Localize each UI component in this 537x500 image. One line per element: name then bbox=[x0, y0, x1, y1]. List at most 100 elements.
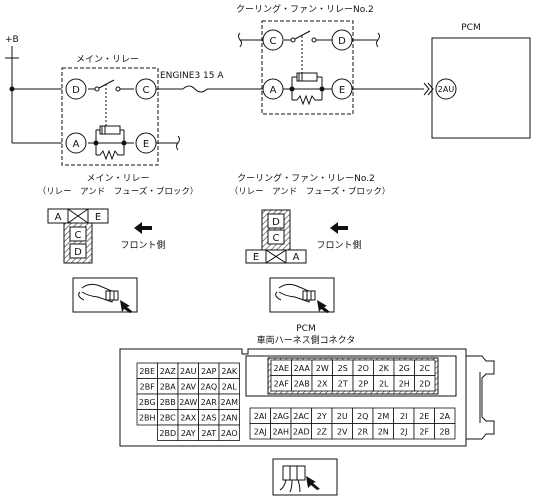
plug-illustration-right bbox=[269, 277, 335, 313]
pcm-terminal-label: 2J bbox=[400, 427, 407, 436]
pcm-connector-subtitle: 車両ハーネス側コネクタ bbox=[257, 334, 356, 346]
cooling-connector-pin-c: C bbox=[273, 233, 280, 244]
main-relay-terminal-a: A bbox=[73, 139, 80, 150]
pcm-terminal-label: 2AH bbox=[272, 427, 289, 436]
pcm-cavity bbox=[434, 423, 456, 440]
cooling-relay-view-title: クーリング・ファン・リレーNo.2 bbox=[237, 172, 375, 184]
pcm-terminal-label: 2AD bbox=[293, 427, 310, 436]
cooling-relay-terminal-a: A bbox=[270, 85, 277, 96]
cooling-relay-label: クーリング・ファン・リレーNo.2 bbox=[236, 3, 374, 15]
main-relay: メイン・リレー D C A E bbox=[61, 55, 180, 166]
pcm-terminal-label: 2AV bbox=[180, 382, 196, 391]
pcm-label: PCM bbox=[461, 23, 480, 33]
pcm-terminal-label: 2B bbox=[439, 427, 450, 436]
main-relay-label: メイン・リレー bbox=[76, 55, 139, 65]
pcm-terminal-label: 2E bbox=[419, 412, 429, 421]
pcm-terminal-label: 2AI bbox=[254, 412, 267, 421]
pcm-terminal-label: 2AF bbox=[274, 379, 290, 388]
pcm-terminal-label: 2Z bbox=[316, 427, 327, 436]
pcm-terminal-label: 2AP bbox=[201, 367, 217, 376]
pcm-terminal-label: 2O bbox=[358, 364, 369, 373]
main-relay-terminal-c: C bbox=[143, 85, 150, 96]
pcm-terminal-label: 2AS bbox=[201, 413, 217, 422]
battery-supply: +B bbox=[5, 35, 62, 144]
main-relay-connector: A E C D bbox=[47, 208, 109, 264]
fuse-wire: ENGINE3 15 A bbox=[156, 71, 262, 93]
plug-illustration-left bbox=[72, 277, 138, 313]
pcm-terminal-2au: 2AU bbox=[438, 85, 455, 94]
main-connector-pin-d: D bbox=[74, 247, 82, 258]
pcm-terminal-label: 2M bbox=[377, 412, 389, 421]
pcm-terminal-label: 2AJ bbox=[254, 427, 267, 436]
pcm-terminal-label: 2BA bbox=[160, 382, 177, 391]
main-relay-terminal-d: D bbox=[72, 85, 80, 96]
pcm-terminal-label: 2Q bbox=[357, 412, 368, 421]
pcm-terminal-label: 2BE bbox=[139, 367, 155, 376]
pcm-terminal-label: 2AO bbox=[221, 429, 238, 438]
pcm-terminal-label: 2R bbox=[357, 427, 368, 436]
pcm-terminal-label: 2AA bbox=[294, 364, 311, 373]
pcm-terminal-label: 2Y bbox=[317, 412, 327, 421]
pcm-terminal-label: 2AE bbox=[273, 364, 289, 373]
plug-illustration-pcm bbox=[272, 458, 338, 496]
pcm-terminal-label: 2BB bbox=[160, 398, 176, 407]
front-arrow-left: フロント側 bbox=[120, 222, 166, 251]
cooling-connector-pin-d: D bbox=[272, 217, 280, 228]
pcm-terminal-label: 2BF bbox=[140, 382, 156, 391]
cooling-connector-pin-a: A bbox=[293, 252, 300, 263]
pcm-terminal-label: 2A bbox=[439, 412, 450, 421]
front-side-label-left: フロント側 bbox=[120, 239, 165, 251]
pcm-terminal-label: 2K bbox=[379, 364, 390, 373]
main-relay-terminal-e: E bbox=[143, 139, 149, 150]
pcm-terminal-label: 2V bbox=[337, 427, 348, 436]
cooling-relay-terminal-c: C bbox=[270, 36, 277, 47]
main-relay-view-title: メイン・リレー bbox=[86, 174, 149, 184]
pcm-terminal-label: 2BC bbox=[160, 413, 176, 422]
pcm-terminal-label: 2F bbox=[419, 427, 429, 436]
pcm-terminal-label: 2L bbox=[379, 379, 389, 388]
pcm-terminal-label: 2P bbox=[358, 379, 368, 388]
pcm-terminal-label: 2AM bbox=[221, 398, 239, 407]
pcm-terminal-label: 2AL bbox=[222, 382, 238, 391]
pcm-terminal-label: 2BG bbox=[139, 398, 156, 407]
pcm-terminal-label: 2AQ bbox=[200, 382, 217, 391]
cooling-relay-terminal-e: E bbox=[339, 85, 345, 96]
front-side-label-right: フロント側 bbox=[316, 239, 361, 251]
cooling-connector-pin-e: E bbox=[253, 252, 259, 263]
main-connector-pin-e: E bbox=[95, 212, 101, 223]
pcm-terminal-label: 2AG bbox=[272, 412, 289, 421]
pcm-terminal-label: 2AN bbox=[221, 413, 238, 422]
pcm-terminal-label: 2AR bbox=[201, 398, 218, 407]
pcm-terminal-label: 2W bbox=[316, 364, 329, 373]
pcm-terminal-label: 2AB bbox=[294, 379, 310, 388]
front-arrow-right: フロント側 bbox=[316, 222, 362, 251]
pcm-terminal-label: 2S bbox=[338, 364, 348, 373]
main-connector-pin-c: C bbox=[75, 230, 82, 241]
cooling-fan-relay: クーリング・ファン・リレーNo.2 C D A E bbox=[236, 3, 434, 115]
pcm-terminal-label: 2AZ bbox=[160, 367, 177, 376]
pcm-terminal-label: 2U bbox=[337, 412, 348, 421]
pcm-terminal-label: 2X bbox=[317, 379, 328, 388]
pcm-terminal-label: 2AC bbox=[293, 412, 309, 421]
main-relay-view-subtitle: （リレー アンド フューズ・ブロック） bbox=[38, 186, 199, 197]
pcm-terminal-label: 2I bbox=[400, 412, 407, 421]
main-connector-pin-a: A bbox=[55, 212, 62, 223]
pcm-terminal-label: 2H bbox=[399, 379, 410, 388]
battery-label: +B bbox=[5, 35, 19, 45]
pcm-terminal-label: 2T bbox=[338, 379, 348, 388]
pcm-cavity bbox=[218, 424, 240, 441]
pcm-terminal-label: 2AU bbox=[180, 367, 197, 376]
cooling-relay-terminal-d: D bbox=[338, 36, 346, 47]
cooling-relay-connector: D C E A bbox=[245, 209, 307, 264]
pcm-connector-title: PCM bbox=[296, 324, 315, 334]
pcm-terminal-label: 2AW bbox=[179, 398, 197, 407]
pcm-terminal-label: 2AK bbox=[221, 367, 238, 376]
cooling-relay-view-subtitle: （リレー アンド フューズ・ブロック） bbox=[230, 186, 391, 197]
pcm-terminal-label: 2C bbox=[419, 364, 430, 373]
pcm-module: PCM 2AU bbox=[431, 23, 531, 139]
pcm-terminal-label: 2AY bbox=[181, 429, 196, 438]
fuse-label: ENGINE3 15 A bbox=[160, 71, 224, 81]
pcm-cavity bbox=[414, 375, 436, 392]
